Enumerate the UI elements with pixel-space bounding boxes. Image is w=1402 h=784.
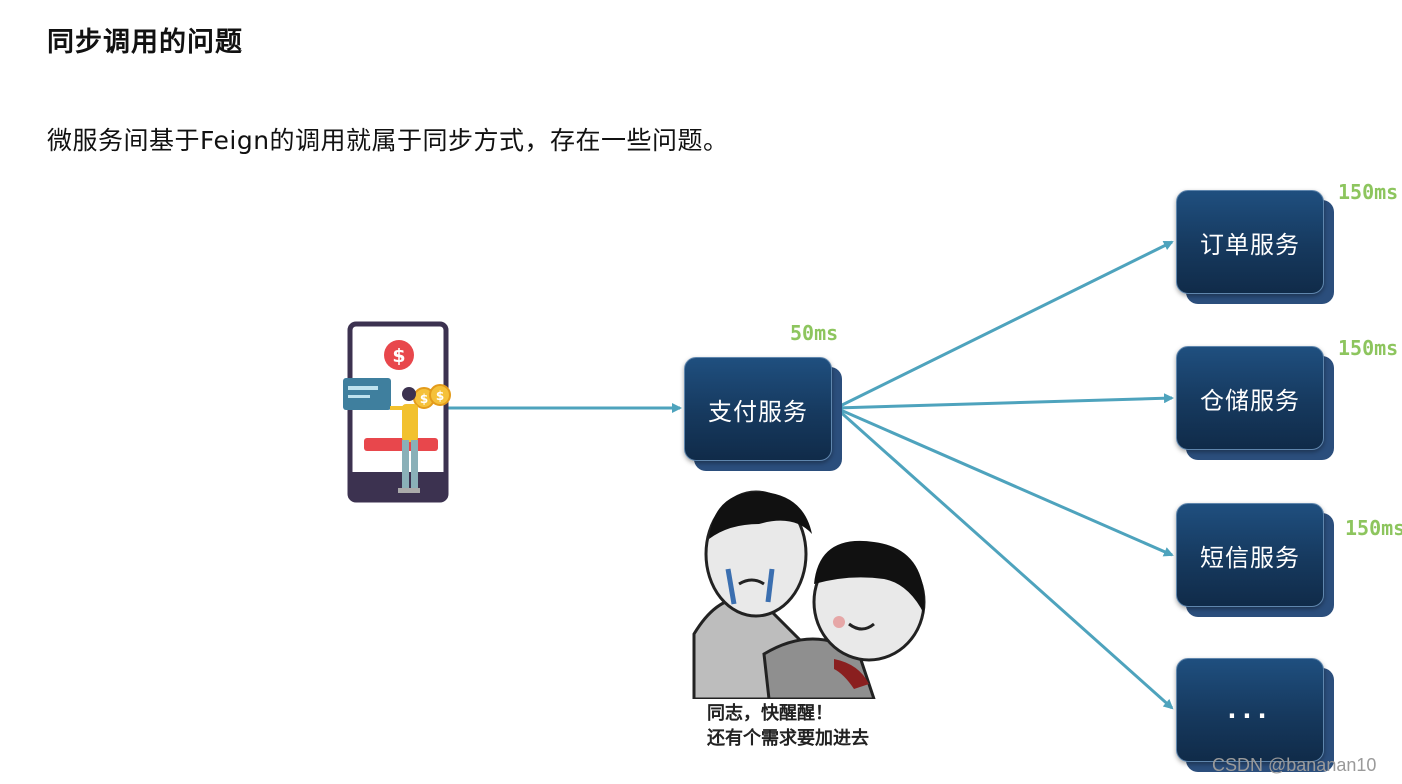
meme-caption: 同志，快醒醒！ 还有个需求要加进去	[707, 701, 869, 751]
meme-caption-line1: 同志，快醒醒！	[707, 701, 869, 726]
arrow-payment-to-storage	[836, 398, 1172, 408]
meme-caption-line2: 还有个需求要加进去	[707, 726, 869, 751]
svg-text:$: $	[392, 345, 405, 367]
payment-service-label: 支付服务	[684, 357, 832, 461]
svg-text:$: $	[436, 389, 444, 403]
watermark: CSDN @bananan10	[1212, 755, 1376, 776]
sms-latency: 150ms	[1345, 516, 1402, 540]
mobile-payment-illustration: $ $ $	[338, 320, 463, 519]
more-services-label: ...	[1176, 658, 1324, 762]
arrow-payment-to-order	[836, 242, 1172, 408]
storage-service-node: 仓储服务	[1176, 346, 1324, 450]
storage-latency: 150ms	[1338, 336, 1398, 360]
sms-service-node: 短信服务	[1176, 503, 1324, 607]
meme-illustration	[684, 484, 934, 703]
payment-latency: 50ms	[790, 321, 838, 345]
order-service-label: 订单服务	[1176, 190, 1324, 294]
order-latency: 150ms	[1338, 180, 1398, 204]
payment-service-node: 支付服务	[684, 357, 832, 461]
more-services-node: ...	[1176, 658, 1324, 762]
storage-service-label: 仓储服务	[1176, 346, 1324, 450]
svg-text:$: $	[420, 392, 428, 406]
sms-service-label: 短信服务	[1176, 503, 1324, 607]
order-service-node: 订单服务	[1176, 190, 1324, 294]
